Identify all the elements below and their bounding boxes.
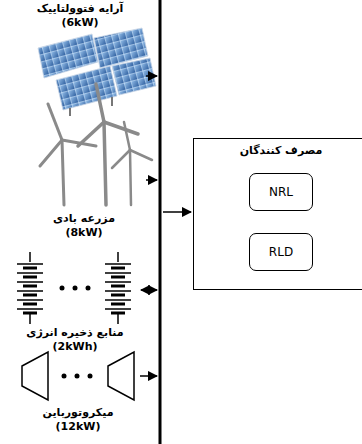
box-label: RLD [269, 245, 293, 260]
source-label: (2kWh) [53, 340, 98, 354]
source-label: آرایه فتوولتاییک [37, 2, 124, 16]
wind-farm-picture [40, 84, 152, 205]
source-label: مزرعه بادی [53, 212, 115, 226]
bus-arrows [140, 76, 191, 376]
load-box: NRL [249, 173, 313, 211]
source-label: (12kW) [56, 420, 101, 434]
battery-symbols [17, 252, 131, 324]
source-label: (6kW) [61, 16, 98, 30]
microturbine-symbols [22, 352, 134, 400]
pv-array-picture [38, 28, 156, 116]
source-label: میکروتورباین [42, 406, 113, 420]
box-heading: مصرف کنندگان [194, 143, 362, 158]
bus-bar [159, 0, 162, 444]
load-box: RLD [249, 233, 313, 271]
box-label: NRL [269, 185, 293, 200]
consumer-box: مصرف کنندگان NRL RLD [193, 138, 362, 290]
source-label: منابع ذخیره انرژی [26, 326, 123, 340]
source-label: (8kW) [65, 226, 102, 240]
